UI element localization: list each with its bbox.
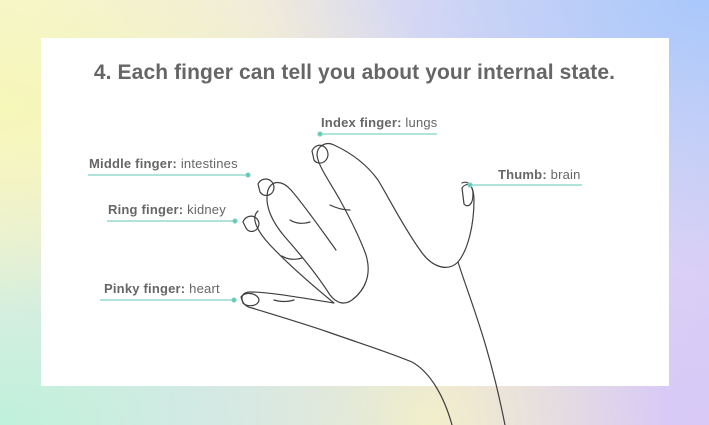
middle-nail <box>257 178 275 197</box>
pinky-leader-dot <box>231 297 237 303</box>
index-finger-label: Index finger: lungs <box>321 115 438 130</box>
thumb-leader-dot <box>467 182 473 188</box>
index-leader-dot <box>317 131 323 137</box>
pinky-nail <box>240 292 260 307</box>
pinky-finger-label: Pinky finger: heart <box>104 281 220 296</box>
hand-wrist-right <box>457 261 506 425</box>
ring-finger-label: Ring finger: kidney <box>108 202 226 217</box>
ring-leader-dot <box>232 218 238 224</box>
thumb-nail <box>461 184 474 207</box>
content-card <box>41 38 669 386</box>
ring-nail <box>242 215 260 233</box>
page-title: 4. Each finger can tell you about your i… <box>93 61 616 84</box>
middle-finger-label: Middle finger: intestines <box>89 156 238 171</box>
index-nail <box>311 144 329 164</box>
hand-outline <box>266 143 475 304</box>
middle-leader-dot <box>245 172 251 178</box>
hand-palm-lower <box>241 210 453 425</box>
thumb-label: Thumb: brain <box>498 167 581 182</box>
